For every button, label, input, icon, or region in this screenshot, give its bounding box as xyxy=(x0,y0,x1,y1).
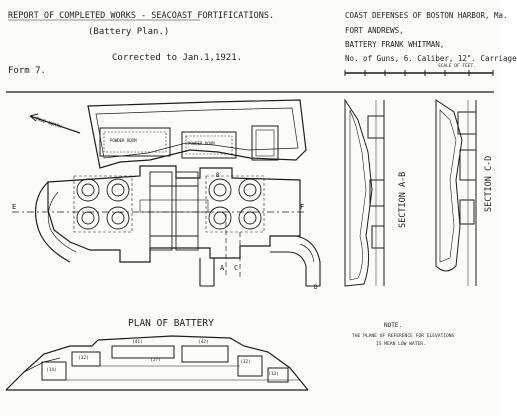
north-arrow xyxy=(29,113,81,134)
central-traverse xyxy=(139,171,209,251)
note-line-1: THE PLANE OF REFERENCE FOR ELEVATIONS xyxy=(352,334,455,339)
defenses-title: COAST DEFENSES OF BOSTON HARBOR, Ma. xyxy=(345,11,508,20)
elevation-label: (42) xyxy=(198,340,209,345)
section-cd xyxy=(435,99,477,286)
plan-title: PLAN OF BATTERY xyxy=(128,318,214,329)
guns-caliber: No. of Guns, 6. Caliber, 12". Carriage xyxy=(345,54,517,63)
form-number: Form 7. xyxy=(8,66,46,76)
fort-name: FORT ANDREWS, xyxy=(345,26,404,35)
elevation-label: (14) xyxy=(46,368,57,373)
powder-room-label-1: POWDER ROOM xyxy=(110,138,137,143)
section-mark-f: F xyxy=(300,203,305,211)
elevation-label: (32) xyxy=(78,356,89,361)
scale-bar xyxy=(344,70,494,76)
powder-room-label-2: POWDER ROOM xyxy=(188,141,215,146)
corrected-date: Corrected to Jan.1,1921. xyxy=(112,53,243,63)
battery-drawing xyxy=(5,19,494,391)
plan-type: (Battery Plan.) xyxy=(88,27,170,37)
plan-platform xyxy=(35,165,301,263)
elevation-label: (13) xyxy=(268,372,279,377)
note-heading: NOTE. xyxy=(384,322,403,329)
elevation-label: (27) xyxy=(150,358,161,363)
battery-name: BATTERY FRANK WHITMAN, xyxy=(345,40,445,49)
elevation-label: (41) xyxy=(132,340,143,345)
section-ef xyxy=(5,335,309,391)
plan-parapet xyxy=(87,99,307,169)
gun-emplacements xyxy=(73,175,265,233)
scale-label: SCALE OF FEET. xyxy=(438,64,476,69)
section-mark-e: E xyxy=(12,203,17,211)
elevation-label: (32) xyxy=(240,360,251,365)
report-title: REPORT OF COMPLETED WORKS - SEACOAST FOR… xyxy=(8,11,275,21)
section-mark-d: D xyxy=(314,284,318,291)
note-line-2: IS MEAN LOW WATER. xyxy=(376,342,426,347)
drawing-sheet: REPORT OF COMPLETED WORKS - SEACOAST FOR… xyxy=(5,11,517,391)
plan-wing xyxy=(199,235,321,287)
section-mark-b: B xyxy=(216,172,220,179)
section-mark-a: A xyxy=(220,264,225,272)
section-mark-c: C xyxy=(234,264,239,272)
section-cd-label: SECTION C-D xyxy=(484,155,494,212)
section-ab xyxy=(344,98,385,287)
section-ab-label: SECTION A-B xyxy=(398,171,408,228)
